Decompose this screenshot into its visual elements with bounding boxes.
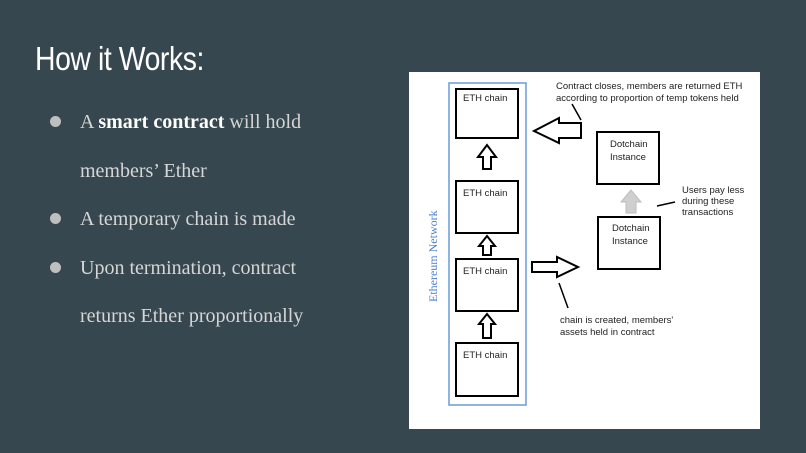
eth-chain-label: ETH chain [463, 266, 507, 277]
bullet-text: A [80, 111, 99, 133]
bullet-item-temporary-chain: A temporary chain is made [48, 195, 378, 244]
up-arrow-icon [476, 234, 498, 256]
pointer-line [558, 282, 569, 309]
dotchain-label: Instance [610, 152, 646, 163]
dotchain-label: Instance [612, 236, 648, 247]
eth-chain-label: ETH chain [463, 350, 507, 361]
bullet-line: returns Ether proportionally [80, 305, 304, 327]
diagram-panel: Ethereum Network ETH chain ETH chain ETH… [409, 72, 760, 429]
eth-chain-label: ETH chain [463, 188, 507, 199]
annotation-users-pay-less: Users pay less [682, 185, 745, 196]
dotchain-instance-box [596, 131, 660, 185]
eth-chain-box [455, 342, 519, 397]
bullet-dot-icon [50, 213, 61, 224]
bullet-item-smart-contract: A smart contract will hold members’ Ethe… [48, 98, 378, 195]
gray-up-arrow-icon [619, 189, 643, 214]
left-arrow-icon [531, 116, 582, 145]
annotation-contract-closes: Contract closes, members are returned ET… [556, 81, 743, 92]
eth-chain-box [455, 180, 519, 234]
bullet-emphasis: smart contract [98, 111, 225, 133]
bullet-line: A smart contract will hold [80, 98, 378, 147]
eth-chain-box [455, 88, 519, 139]
eth-chain-box [455, 258, 519, 312]
annotation-users-pay-less: during these [682, 196, 734, 207]
dotchain-label: Dotchain [612, 223, 650, 234]
bullet-text: will hold [224, 111, 302, 133]
dotchain-instance-box [597, 216, 661, 270]
dotchain-label: Dotchain [610, 139, 648, 150]
pointer-line [656, 201, 676, 207]
bullet-line: Upon termination, contract [80, 256, 297, 279]
bullet-list: A smart contract will hold members’ Ethe… [48, 98, 378, 341]
annotation-chain-created: assets held in contract [560, 327, 655, 338]
right-arrow-icon [531, 255, 581, 279]
annotation-contract-closes: according to proportion of temp tokens h… [556, 93, 739, 104]
eth-chain-label: ETH chain [463, 93, 507, 104]
bullet-dot-icon [50, 116, 61, 127]
flow-diagram: Ethereum Network ETH chain ETH chain ETH… [426, 81, 745, 406]
bullet-line: A temporary chain is made [80, 208, 296, 230]
annotation-chain-created: chain is created, members' [560, 315, 673, 326]
bullet-line: members’ Ether [80, 159, 207, 182]
slide-title: How it Works: [35, 40, 204, 77]
ethereum-network-container [448, 82, 527, 406]
pointer-line [571, 103, 582, 121]
up-arrow-icon [476, 143, 498, 170]
bullet-item-termination: Upon termination, contract returns Ether… [48, 244, 378, 341]
bullet-dot-icon [50, 261, 61, 273]
annotation-users-pay-less: transactions [682, 207, 733, 218]
ethereum-network-label: Ethereum Network [426, 210, 440, 302]
up-arrow-icon [476, 312, 498, 339]
